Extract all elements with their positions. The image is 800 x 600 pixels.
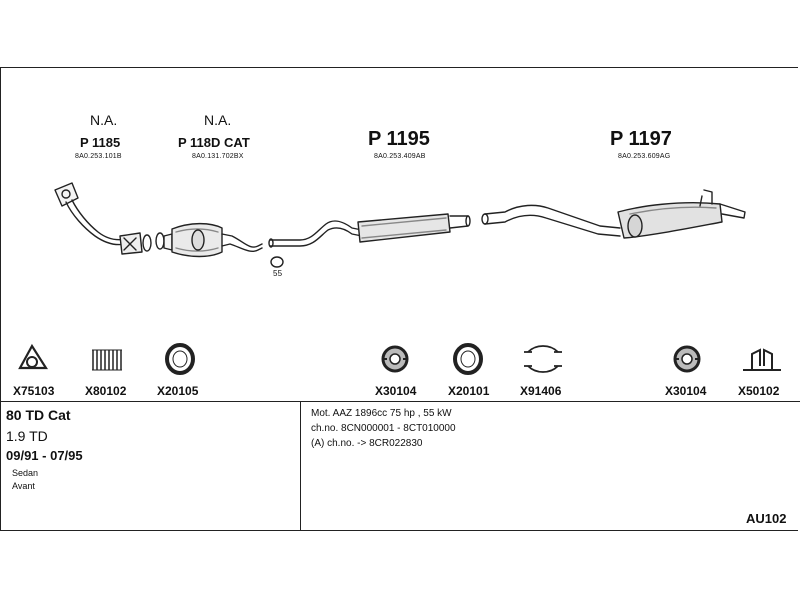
ring-icon-2 [453, 343, 483, 375]
table-divider-vertical [300, 401, 301, 531]
catalyst-status: N.A. [204, 112, 232, 128]
vehicle-body-sedan: Sedan [12, 468, 39, 478]
spec-chassis-range: ch.no. 8CN000001 - 8CT010000 [311, 423, 456, 434]
fitting-code-2[interactable]: X80102 [85, 384, 127, 398]
fitting-code-4[interactable]: X30104 [375, 384, 417, 398]
fitting-code-6[interactable]: X91406 [520, 384, 562, 398]
gasket-icon [18, 343, 49, 370]
rubber-mount-icon-2 [673, 345, 701, 373]
front-pipe-drawing [54, 182, 152, 255]
front-pipe-status: N.A. [90, 112, 118, 128]
ring-icon-1 [165, 343, 195, 375]
diagram-frame [0, 67, 798, 531]
fitting-code-8[interactable]: X50102 [738, 384, 780, 398]
catalyst-oem: 8A0.131.702BX [192, 153, 244, 160]
spec-engine: Mot. AAZ 1896cc 75 hp , 55 kW [311, 408, 452, 419]
ring-size-label: 55 [273, 269, 283, 278]
diagram-reference: AU102 [746, 511, 787, 526]
front-pipe-number[interactable]: P 1185 [80, 135, 121, 150]
middle-silencer-oem: 8A0.253.409AB [374, 153, 426, 160]
catalyst-drawing [155, 222, 263, 258]
catalyst-number[interactable]: P 118D CAT [178, 135, 250, 150]
ring-55-drawing [270, 256, 284, 268]
table-divider-horizontal [0, 401, 800, 402]
vehicle-body-avant: Avant [12, 481, 35, 491]
vehicle-engine: 1.9 TD [6, 428, 48, 444]
middle-silencer-number[interactable]: P 1195 [368, 128, 430, 150]
front-pipe-oem: 8A0.253.101B [75, 153, 122, 160]
vehicle-model: 80 TD Cat [6, 407, 71, 423]
rear-silencer-number[interactable]: P 1197 [610, 128, 672, 150]
fitting-code-1[interactable]: X75103 [13, 384, 55, 398]
clamp-icon [524, 345, 562, 373]
spring-icon [92, 349, 122, 371]
rear-silencer-drawing [481, 189, 746, 239]
middle-silencer-drawing [268, 213, 471, 248]
rear-silencer-oem: 8A0.253.609AG [618, 153, 671, 160]
fitting-code-7[interactable]: X30104 [665, 384, 707, 398]
fitting-code-5[interactable]: X20101 [448, 384, 490, 398]
fitting-code-3[interactable]: X20105 [157, 384, 199, 398]
bracket-icon [743, 348, 781, 371]
rubber-mount-icon-1 [381, 345, 409, 373]
vehicle-dates: 09/91 - 07/95 [6, 448, 83, 463]
spec-chassis-austria: (A) ch.no. -> 8CR022830 [311, 438, 423, 449]
